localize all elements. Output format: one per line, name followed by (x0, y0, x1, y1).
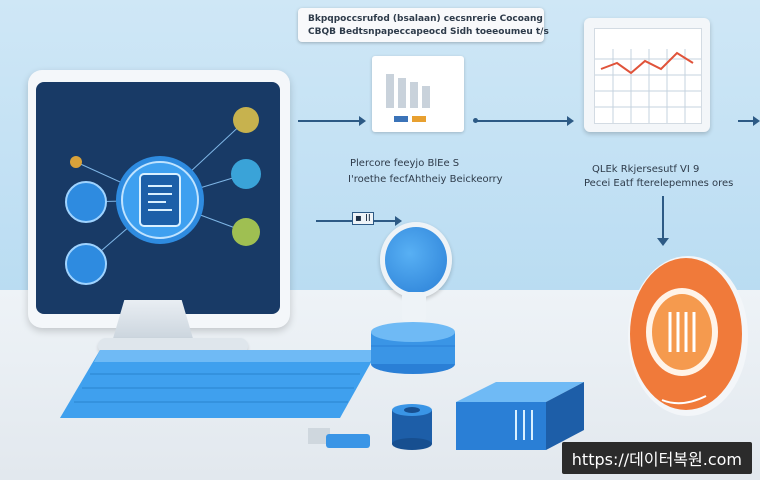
disc-stack (370, 318, 456, 376)
flow-arrow-3 (738, 116, 760, 126)
storage-box (456, 380, 586, 452)
down-arrow (662, 196, 664, 240)
orange-disc-icon (622, 250, 750, 420)
caption-left-line-1: Plercore feeyjo BlEe S (350, 158, 460, 169)
node-top-right (233, 107, 259, 133)
down-arrow-head (657, 238, 669, 246)
node-bottom-left (65, 243, 107, 285)
flow-arrow-1 (298, 116, 366, 126)
banner-line-2: CBQB Bedtsnpapeccapeocd Sidh toeeoumeu t… (308, 27, 549, 37)
monitor (28, 70, 290, 328)
banner-line-1: Bkpqpoccsrufod (bsalaan) cecsnrerie Coco… (308, 14, 543, 24)
node-small-left (70, 156, 82, 168)
top-banner: Bkpqpoccsrufod (bsalaan) cecsnrerie Coco… (298, 8, 549, 42)
node-left (65, 181, 107, 223)
caption-right-line-2: Pecei Eatf fterelepemnes ores (584, 178, 734, 189)
magnifier-neck (402, 292, 426, 322)
network-diagram (65, 107, 261, 285)
caption-right-line-1: QLEk Rkjersesutf VI 9 (592, 164, 700, 175)
caption-left-line-2: I'roethe fecfAhtheiy Beickeorry (348, 174, 503, 185)
drive-cylinder (390, 402, 434, 450)
site-watermark: https://데이터복원.com (561, 442, 752, 474)
monitor-screen (36, 82, 280, 314)
usb-drive (304, 420, 370, 450)
magnifier-lens (380, 222, 452, 298)
monitor-stand-neck (112, 300, 194, 342)
small-tag: ▪ II (352, 212, 374, 225)
node-mid-right (231, 159, 261, 189)
bar-chart-card (372, 56, 464, 132)
node-bottom-right (232, 218, 260, 246)
line-chart-card (584, 18, 710, 132)
keyboard (60, 348, 380, 420)
flow-arrow-2 (476, 116, 574, 126)
flow-dot (473, 118, 478, 123)
